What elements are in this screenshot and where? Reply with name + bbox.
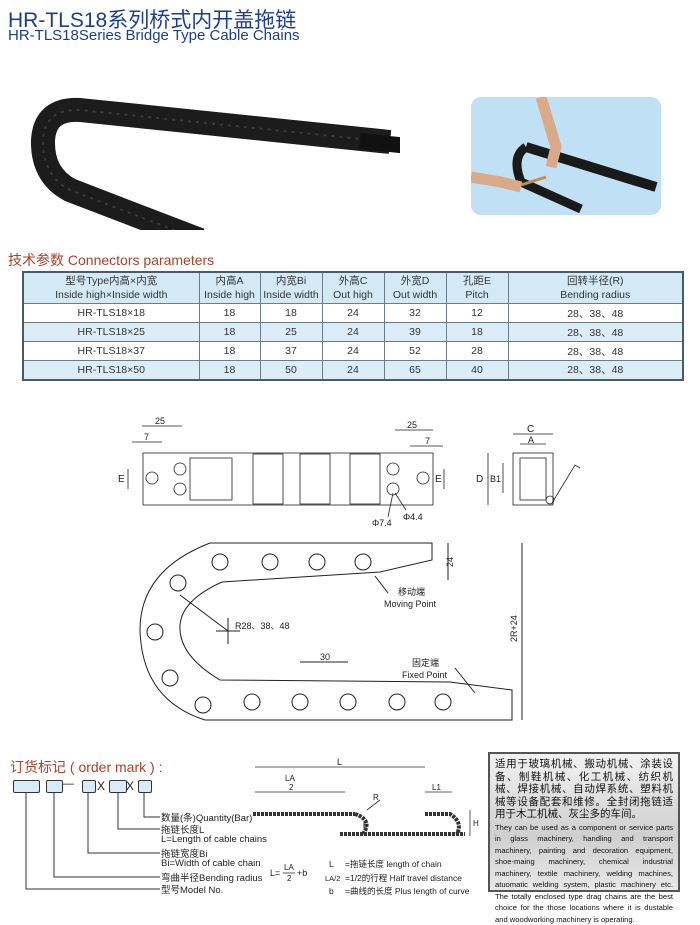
formula-2: 2: [287, 874, 292, 883]
table-cell: 24: [322, 304, 384, 323]
order-mark-code: — X X 数量(条)Quantity(Bar) 拖链长度L L=Length …: [0, 780, 270, 900]
dim-b1: B1: [490, 474, 501, 484]
diagram-l: L: [337, 757, 342, 767]
info-text-cn: 适用于玻璃机械、搬动机械、涂装设备、制鞋机械、化工机械、纺织机械、焊接机械、自动…: [495, 758, 673, 821]
legend-la: =1/2的行程 Half travel distance: [345, 873, 462, 883]
formula-la: LA: [284, 863, 294, 872]
table-cell: 18: [199, 361, 260, 380]
table-cell: 18: [260, 304, 322, 323]
table-cell: 24: [322, 361, 384, 380]
fixed-point-cn: 固定端: [412, 657, 439, 668]
table-cell: 28、38、48: [508, 304, 683, 323]
table-cell: 18: [199, 342, 260, 361]
table-cell: HR-TLS18×25: [23, 323, 199, 342]
legend-b-sym: b: [329, 886, 334, 896]
diagram-r: R: [373, 793, 379, 802]
table-cell: 12: [446, 304, 508, 323]
table-cell: 37: [260, 342, 322, 361]
dim-7-right: 7: [425, 436, 430, 446]
dim-c: C: [527, 424, 534, 435]
dim-e-right: E: [435, 474, 442, 485]
dim-e-left: E: [118, 474, 125, 485]
diagram-la: LA: [285, 774, 295, 783]
legend-l-sym: L: [329, 859, 334, 869]
dim-d: D: [476, 474, 483, 485]
label-model-no: 型号Model No.: [161, 882, 223, 896]
table-cell: 28: [446, 342, 508, 361]
moving-point-en: Moving Point: [384, 599, 437, 609]
formula-prefix: L=: [270, 868, 280, 878]
params-heading: 技术参数 Connectors parameters: [8, 250, 214, 270]
formula-suffix: +b: [297, 868, 307, 878]
table-cell: 28、38、48: [508, 323, 683, 342]
table-cell: 40: [446, 361, 508, 380]
chain-bend-view: [140, 543, 522, 720]
fixed-point-en: Fixed Point: [402, 670, 448, 680]
table-cell: HR-TLS18×50: [23, 361, 199, 380]
legend-l: =拖链长度 length of chain: [345, 859, 442, 869]
diagram-l1: L1: [432, 783, 441, 792]
cable-chain-product-image: [30, 80, 400, 230]
dim-24: 24: [445, 557, 455, 567]
table-cell: 28、38、48: [508, 361, 683, 380]
table-cell: 25: [260, 323, 322, 342]
table-cell: 18: [199, 304, 260, 323]
table-cell: 18: [446, 323, 508, 342]
legend-b: =曲线的长度 Plus length of curve: [345, 886, 470, 896]
radius-label: R28、38、48: [235, 621, 290, 631]
application-info-box: 适用于玻璃机械、搬动机械、涂装设备、制鞋机械、化工机械、纺织机械、焊接机械、自动…: [488, 752, 680, 892]
dim-30: 30: [320, 652, 330, 662]
table-cell: 52: [384, 342, 446, 361]
diagram-la-2: 2: [289, 783, 294, 792]
table-cell: 18: [199, 323, 260, 342]
dim-7-left: 7: [144, 432, 149, 442]
chain-assembly-photo: [471, 97, 661, 215]
dim-25-left: 25: [155, 416, 165, 426]
chain-length-diagram: L LA 2 L1 R b H L= LA 2 +b L =拖链长度 lengt…: [245, 752, 485, 897]
diagram-b: b: [363, 821, 368, 830]
technical-drawing: 25 7 25 7 E E Φ7.4 Φ4.4 C A D B1 24 30 2…: [110, 410, 590, 730]
table-cell: 50: [260, 361, 322, 380]
moving-point-cn: 移动端: [398, 586, 425, 597]
table-cell: 39: [384, 323, 446, 342]
diagram-h: H: [473, 819, 479, 828]
dim-phi74: Φ7.4: [372, 518, 392, 528]
table-cell: HR-TLS18×37: [23, 342, 199, 361]
col-header-bending-radius: 回转半径(R)Bending radius: [508, 272, 683, 304]
dim-2r24: 2R+24: [509, 615, 519, 642]
table-cell: 24: [322, 323, 384, 342]
table-cell: 24: [322, 342, 384, 361]
order-mark-heading: 订货标记 ( order mark ) :: [10, 757, 162, 777]
table-cell: 32: [384, 304, 446, 323]
dim-phi44: Φ4.4: [403, 512, 423, 522]
table-cell: 65: [384, 361, 446, 380]
dim-a: A: [528, 435, 534, 445]
info-text-en: They can be used as a component or servi…: [495, 822, 673, 925]
dim-25-right: 25: [407, 420, 417, 430]
table-cell: 28、38、48: [508, 342, 683, 361]
table-cell: HR-TLS18×18: [23, 304, 199, 323]
legend-la-sym: LA/2: [325, 874, 340, 883]
page-subtitle: HR-TLS18Series Bridge Type Cable Chains: [8, 27, 300, 44]
chain-top-view: [128, 426, 444, 517]
